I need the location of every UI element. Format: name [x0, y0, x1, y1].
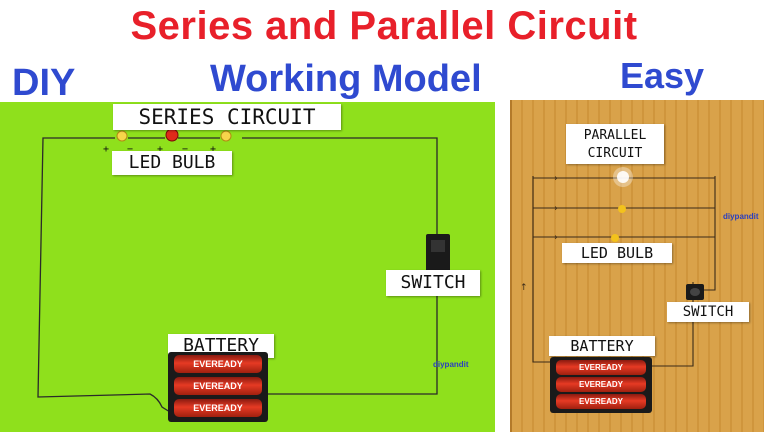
parallel-label-line2: CIRCUIT — [587, 146, 643, 161]
battery-cell: EVEREADY — [556, 394, 646, 409]
arrow-mark: → — [550, 204, 558, 214]
series-wire-right — [242, 137, 438, 234]
series-led-bulbs — [116, 128, 232, 142]
polarity-mark: + — [157, 144, 163, 155]
watermark: diypandit — [433, 360, 469, 369]
easy-tag: Easy — [620, 55, 705, 96]
polarity-mark: + — [103, 144, 109, 155]
led-glow — [613, 167, 633, 187]
working-model-tag: Working Model — [210, 58, 482, 100]
push-switch[interactable] — [686, 284, 704, 300]
led-bulb-yellow-1 — [618, 205, 626, 213]
battery-cell: EVEREADY — [556, 360, 646, 375]
led-bulb-glowing — [617, 171, 629, 183]
arrow-mark: ↑ — [520, 283, 528, 293]
series-wire-left — [37, 137, 171, 413]
parallel-wire-left — [532, 176, 550, 363]
arrow-mark: → — [550, 174, 558, 184]
diy-tag: DIY — [12, 62, 76, 104]
battery-cell: EVEREADY — [556, 377, 646, 392]
switch-label: SWITCH — [667, 302, 749, 322]
watermark: diypandit — [723, 212, 759, 221]
polarity-mark: − — [182, 144, 188, 155]
series-wiring: + − + − + — [37, 128, 438, 413]
series-wire-bottom — [268, 274, 438, 395]
parallel-wire-bottom — [650, 300, 694, 367]
battery-label: BATTERY — [549, 336, 655, 356]
parallel-label-line1: PARALLEL — [583, 128, 647, 143]
battery-cell: EVEREADY — [174, 399, 262, 417]
battery-holder: EVEREADY EVEREADY EVEREADY — [550, 357, 652, 413]
arrow-mark: → — [550, 233, 558, 243]
parallel-wiring: → → → ↑ — [520, 167, 716, 367]
led-bulb-red — [165, 128, 179, 142]
series-circuit-label: SERIES CIRCUIT — [113, 104, 341, 130]
led-bulb-label: LED BULB — [562, 243, 672, 263]
led-bulb-yellow-2 — [611, 234, 619, 242]
polarity-mark: + — [210, 144, 216, 155]
parallel-circuit-label: PARALLEL CIRCUIT — [566, 124, 664, 164]
led-bulb-yellow-1 — [116, 130, 128, 142]
battery-cell: EVEREADY — [174, 377, 262, 395]
led-bulb-yellow-2 — [220, 130, 232, 142]
battery-cell: EVEREADY — [174, 355, 262, 373]
polarity-mark: − — [127, 144, 133, 155]
parallel-wire-right — [692, 176, 716, 291]
thumbnail-title: Series and Parallel Circuit — [130, 4, 638, 48]
battery-holder: EVEREADY EVEREADY EVEREADY — [168, 352, 268, 422]
led-bulb-label: LED BULB — [112, 151, 232, 175]
toggle-switch[interactable] — [426, 234, 450, 272]
switch-label: SWITCH — [386, 270, 480, 296]
